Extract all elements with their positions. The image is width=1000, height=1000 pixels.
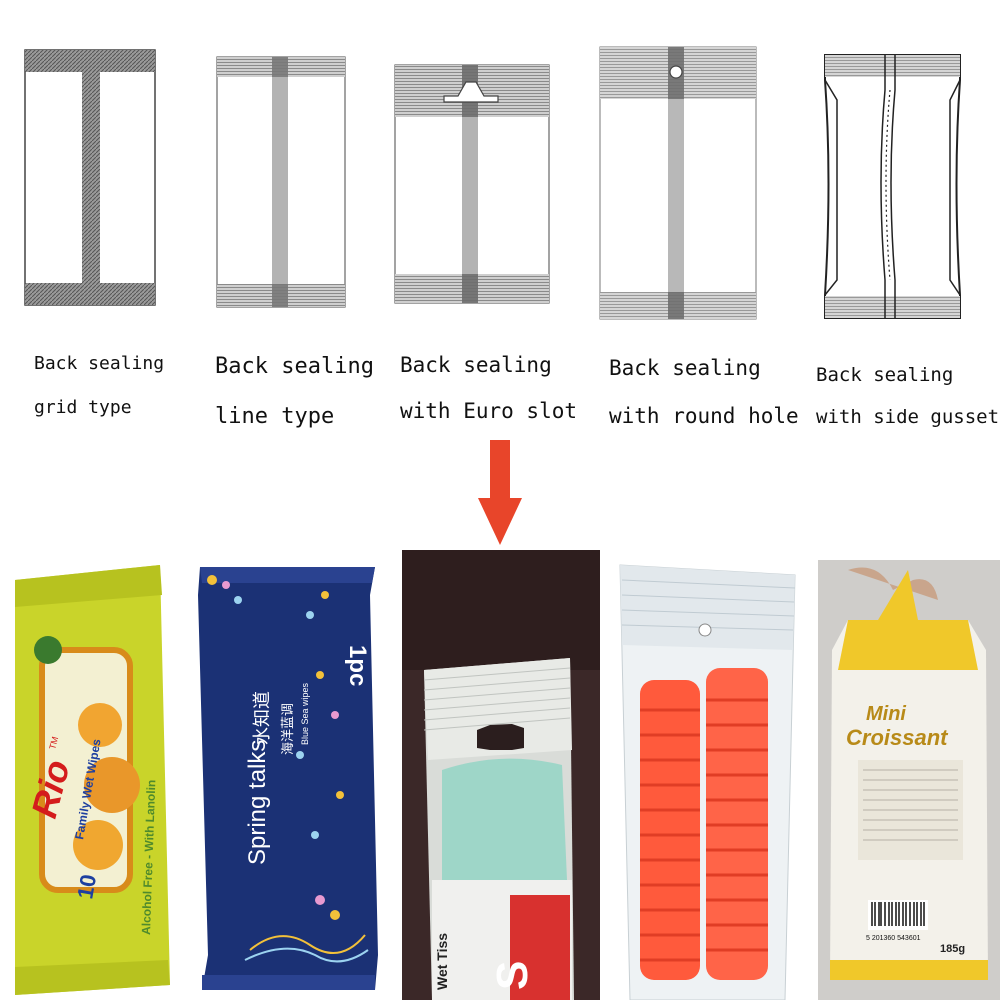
grid-type-bag-diagram bbox=[24, 49, 156, 306]
spring-cn-brand: 水知道 bbox=[252, 691, 272, 745]
euro-slot-bag-diagram bbox=[394, 64, 550, 304]
rio-tm: TM bbox=[47, 735, 60, 750]
croissant-brand-line2: Croissant bbox=[846, 725, 949, 750]
mini-croissant-gusset-bag-photo: Mini Croissant 5 201360 543601 185g bbox=[818, 560, 1000, 1000]
back-seal-stitch bbox=[885, 89, 891, 281]
caption-line-1: Back sealing bbox=[400, 353, 552, 377]
croissant-weight: 185g bbox=[940, 943, 965, 955]
spring-count: 1pc bbox=[344, 645, 371, 686]
euro-slot-hole bbox=[477, 724, 524, 750]
caption-line-1: Back sealing bbox=[816, 364, 954, 386]
euro-slot-hole bbox=[443, 81, 499, 103]
spring-brand: Spring talks bbox=[244, 740, 271, 865]
caption-line-2: grid type bbox=[34, 397, 132, 418]
barcode bbox=[868, 900, 928, 930]
bottom-seal-band bbox=[25, 283, 155, 305]
caption-line-2: with Euro slot bbox=[400, 399, 578, 423]
croissant-brand-line1: Mini bbox=[866, 703, 906, 725]
barcode-number: 5 201360 543601 bbox=[866, 935, 921, 942]
euro-slot-wet-tissue-photo: Wet Tiss S bbox=[402, 550, 600, 1000]
rio-wet-wipes-photo: Rio TM Family Wet Wipes 10 Alcohol Free … bbox=[0, 555, 180, 1000]
caption-line-1: Back sealing bbox=[609, 356, 761, 380]
spring-cn-type: 海洋蓝调 bbox=[280, 703, 295, 755]
caption-line-type: Back sealing line type bbox=[215, 342, 374, 442]
caption-line-2: with side gusset bbox=[816, 406, 1000, 428]
caption-line-1: Back sealing bbox=[215, 354, 374, 379]
spring-talks-wipes-photo: Spring talks 水知道 海洋蓝调 Blue Sea wipes 1pc bbox=[190, 555, 390, 1000]
spring-en-type: Blue Sea wipes bbox=[300, 682, 310, 745]
line-type-bag-diagram bbox=[216, 56, 346, 308]
caption-round-hole: Back sealing with round hole bbox=[609, 344, 799, 440]
side-gusset-bag-diagram bbox=[824, 54, 961, 319]
round-hole bbox=[698, 623, 712, 637]
top-seal-band bbox=[25, 50, 155, 72]
rio-count: 10 bbox=[72, 872, 101, 900]
caption-line-1: Back sealing bbox=[34, 353, 165, 374]
caption-grid-type: Back sealing grid type bbox=[34, 342, 164, 430]
down-arrow-icon bbox=[478, 440, 522, 545]
back-seal-strip bbox=[82, 72, 100, 283]
orange-parts-stack bbox=[640, 668, 768, 980]
round-hole bbox=[669, 65, 683, 79]
round-hole-plastic-parts-photo bbox=[610, 560, 810, 1000]
rio-side-text: Alcohol Free - With Lanolin bbox=[139, 779, 158, 935]
caption-euro-slot: Back sealing with Euro slot bbox=[400, 342, 577, 434]
caption-line-2: with round hole bbox=[609, 404, 799, 428]
caption-side-gusset: Back sealing with side gusset bbox=[816, 354, 999, 438]
wet-tissue-big-letter: S bbox=[488, 961, 537, 990]
round-hole-bag-diagram bbox=[599, 46, 757, 320]
wet-tissue-label: Wet Tiss bbox=[434, 933, 450, 990]
caption-line-2: line type bbox=[215, 404, 335, 429]
